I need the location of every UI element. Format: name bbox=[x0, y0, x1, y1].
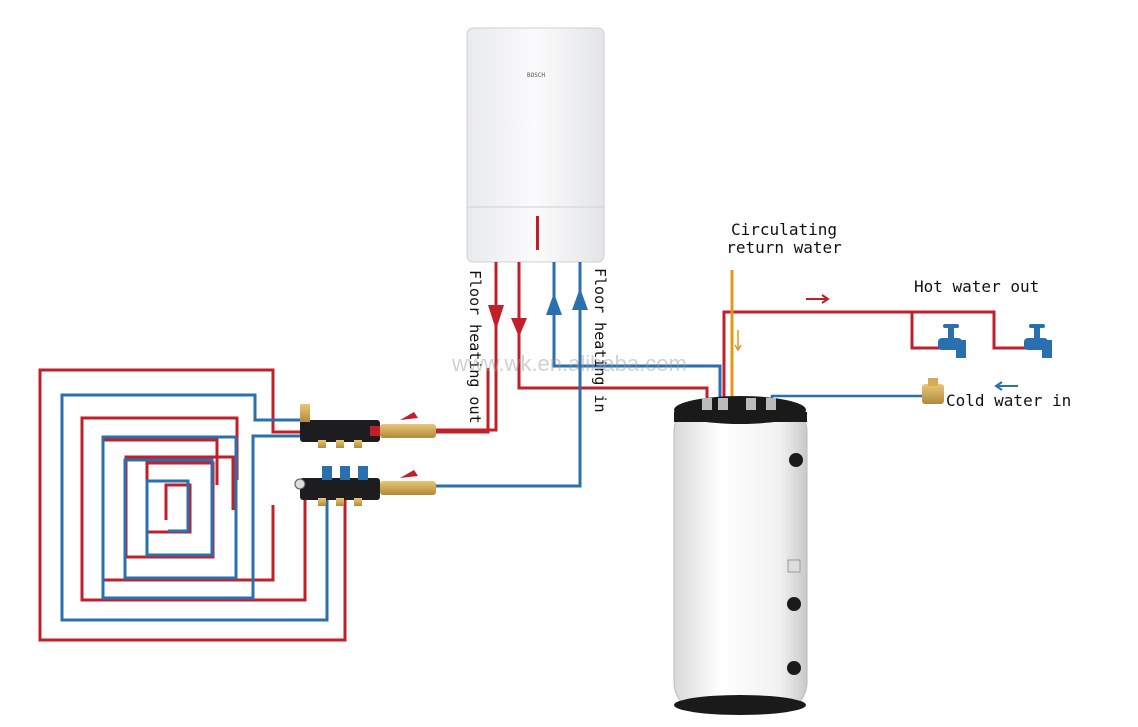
arrow-hot-water-out bbox=[806, 294, 830, 304]
arrow-hot-down bbox=[511, 318, 527, 337]
boiler-brand: BOSCH bbox=[527, 72, 545, 79]
arrow-floor-out bbox=[488, 305, 504, 330]
faucet-icon bbox=[938, 324, 966, 358]
label-cold-water-in: Cold water in bbox=[946, 391, 1071, 410]
pipe-hot-water-out bbox=[722, 310, 1030, 405]
pipe-floor-in bbox=[436, 262, 582, 488]
arrow-cold-up bbox=[546, 293, 562, 315]
label-circulating-return-2: return water bbox=[726, 238, 842, 257]
faucet-icon bbox=[1024, 324, 1052, 358]
arrow-floor-in bbox=[572, 288, 588, 310]
floor-coil-blue-inner bbox=[123, 437, 238, 580]
watermark: www.wk.en.alibaba.com bbox=[451, 351, 687, 376]
arrow-cold-water-in bbox=[994, 381, 1018, 391]
check-valve-icon bbox=[922, 378, 944, 404]
return-manifold bbox=[294, 466, 436, 506]
label-floor-heating-in: Floor heating in bbox=[591, 268, 609, 413]
arrow-circulating bbox=[734, 330, 742, 352]
label-hot-water-out: Hot water out bbox=[914, 277, 1039, 296]
floor-coil-red-inner bbox=[80, 416, 307, 602]
floor-coil-blue bbox=[60, 393, 329, 622]
hot-water-tank bbox=[673, 396, 808, 715]
wall-boiler: BOSCH bbox=[466, 27, 605, 263]
supply-manifold bbox=[300, 404, 436, 448]
label-circulating-return-1: Circulating bbox=[731, 220, 837, 239]
pipe-boiler-to-tank-hot bbox=[517, 262, 709, 405]
label-floor-heating-out: Floor heating out bbox=[466, 270, 484, 424]
